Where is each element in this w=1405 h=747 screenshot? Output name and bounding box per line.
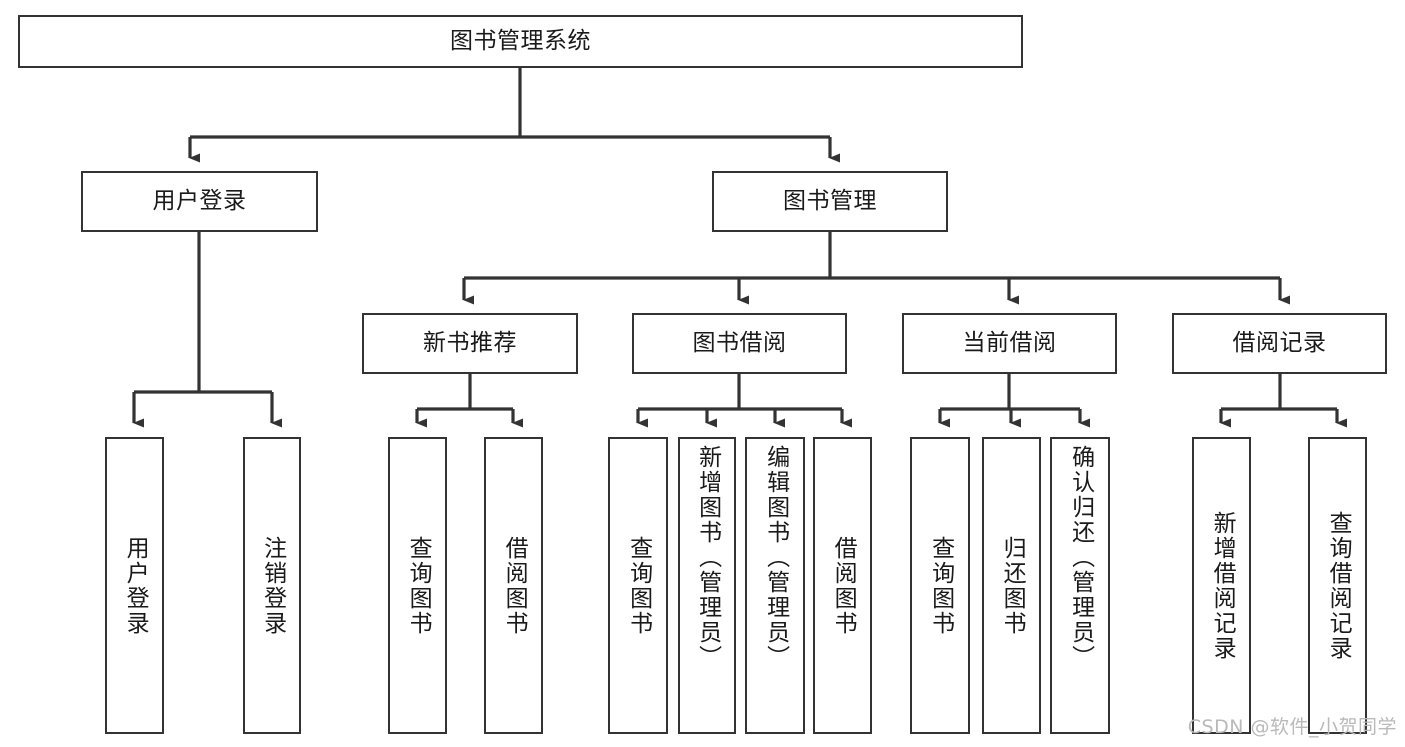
node-current-borrow-label: 当前借阅 [962, 329, 1057, 356]
leaf-add-borrow-record[interactable]: 新增借阅记录 [1192, 437, 1251, 734]
node-user-login-label: 用户登录 [152, 187, 247, 214]
leaf-add-book-label: 新增图书（管理员） [694, 445, 721, 670]
leaf-borrow-book-1-label: 借阅图书 [501, 535, 528, 636]
leaf-query-book-2-label: 查询图书 [625, 535, 652, 636]
node-root[interactable]: 图书管理系统 [18, 15, 1023, 68]
node-current-borrow[interactable]: 当前借阅 [902, 313, 1117, 374]
leaf-borrow-book-2[interactable]: 借阅图书 [813, 437, 872, 734]
node-root-label: 图书管理系统 [450, 27, 591, 54]
leaf-confirm-return[interactable]: 确认归还（管理员） [1050, 437, 1110, 734]
node-new-book-recommend-label: 新书推荐 [423, 329, 517, 356]
leaf-edit-book-label: 编辑图书（管理员） [762, 445, 789, 670]
leaf-borrow-book-1[interactable]: 借阅图书 [484, 437, 543, 734]
leaf-query-borrow-record-label: 查询借阅记录 [1325, 510, 1352, 661]
node-book-manage-label: 图书管理 [783, 187, 877, 214]
leaf-query-book-3-label: 查询图书 [927, 535, 954, 636]
leaf-user-logout-label: 注销登录 [259, 535, 286, 636]
leaf-user-logout[interactable]: 注销登录 [243, 437, 301, 734]
leaf-user-login[interactable]: 用户登录 [105, 437, 164, 734]
leaf-edit-book[interactable]: 编辑图书（管理员） [745, 437, 805, 734]
leaf-query-book-1[interactable]: 查询图书 [388, 437, 447, 734]
leaf-return-book[interactable]: 归还图书 [982, 437, 1041, 734]
leaf-add-borrow-record-label: 新增借阅记录 [1209, 510, 1236, 661]
csdn-watermark: CSDN @软件_小贺同学 [1187, 716, 1397, 738]
node-new-book-recommend[interactable]: 新书推荐 [362, 313, 578, 374]
node-user-login[interactable]: 用户登录 [81, 171, 318, 232]
leaf-return-book-label: 归还图书 [999, 535, 1026, 636]
leaf-query-borrow-record[interactable]: 查询借阅记录 [1308, 437, 1367, 734]
node-borrow-record-label: 借阅记录 [1232, 329, 1327, 356]
leaf-borrow-book-2-label: 借阅图书 [830, 535, 857, 636]
node-book-manage[interactable]: 图书管理 [712, 171, 948, 232]
leaf-query-book-2[interactable]: 查询图书 [608, 437, 668, 734]
node-book-borrow-label: 图书借阅 [692, 329, 787, 356]
leaf-query-book-1-label: 查询图书 [405, 535, 432, 636]
leaf-user-login-label: 用户登录 [122, 535, 149, 636]
leaf-add-book[interactable]: 新增图书（管理员） [678, 437, 736, 734]
leaf-confirm-return-label: 确认归还（管理员） [1067, 445, 1094, 670]
node-book-borrow[interactable]: 图书借阅 [632, 313, 847, 374]
leaf-query-book-3[interactable]: 查询图书 [910, 437, 970, 734]
node-borrow-record[interactable]: 借阅记录 [1172, 313, 1387, 374]
